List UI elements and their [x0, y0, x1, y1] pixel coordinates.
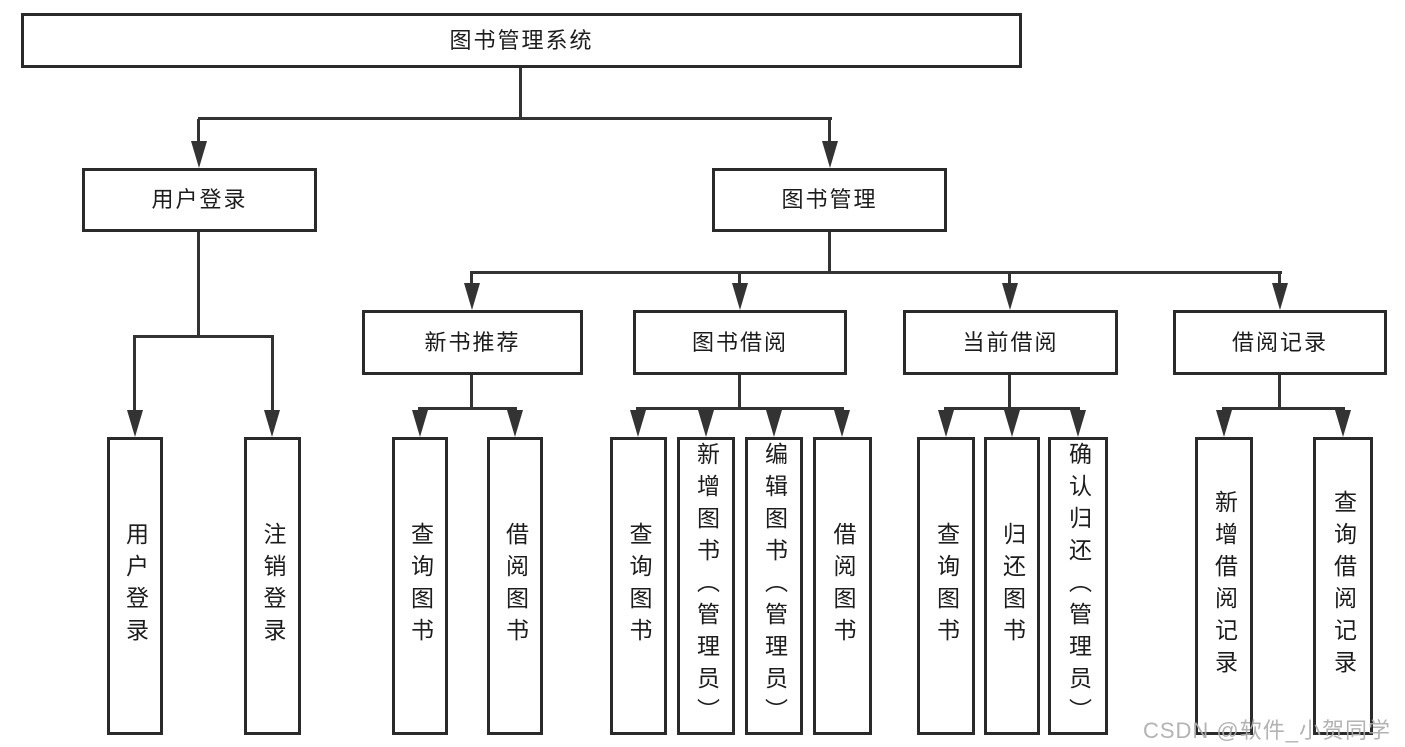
node-label: 注销登录	[260, 522, 286, 650]
arrow-down-icon	[766, 410, 782, 437]
leaf-borrow-books-borrowing: 借阅图书	[813, 437, 872, 735]
arrow-down-icon	[464, 283, 480, 310]
node-user-login-group: 用户登录	[82, 168, 317, 232]
arrow-down-icon	[1070, 410, 1086, 437]
connector-level3-stem	[1008, 273, 1011, 285]
connector-borrowing-down	[738, 375, 741, 410]
leaf-user-login: 用户登录	[107, 437, 163, 735]
arrow-down-icon	[1002, 283, 1018, 310]
node-label: 借阅图书	[502, 522, 529, 650]
arrow-down-icon	[1272, 283, 1288, 310]
node-root-library-system: 图书管理系统	[21, 13, 1022, 68]
node-label: 查询图书	[407, 522, 434, 650]
node-label: 新书推荐	[424, 329, 521, 355]
leaf-query-books-recommend: 查询图书	[392, 437, 448, 735]
node-label: 图书管理	[781, 187, 878, 212]
node-label: 查询图书	[626, 522, 652, 650]
leaf-add-book-admin: 新增图书（管理员）	[677, 437, 735, 735]
node-label: 查询借阅记录	[1330, 490, 1357, 682]
node-label: 图书借阅	[691, 329, 788, 355]
leaf-edit-book-admin: 编辑图书（管理员）	[745, 437, 803, 735]
arrow-down-icon	[822, 141, 838, 168]
connector-leaf-stem	[271, 337, 274, 411]
arrow-down-icon	[127, 410, 143, 437]
leaf-query-books-current: 查询图书	[917, 437, 975, 735]
arrow-down-icon	[191, 141, 207, 168]
node-book-borrowing: 图书借阅	[633, 310, 847, 375]
connector-userlogin-split	[133, 335, 274, 338]
node-label: 确认归还（管理员）	[1065, 442, 1092, 730]
arrow-down-icon	[1335, 410, 1351, 437]
node-label: 查询图书	[933, 522, 960, 650]
arrow-down-icon	[1004, 410, 1020, 437]
arrow-down-icon	[264, 410, 280, 437]
connector-root-stem	[519, 68, 522, 120]
connector-bookmgmt-down	[828, 232, 831, 274]
connector-current-down	[1008, 375, 1011, 410]
arrow-down-icon	[1216, 410, 1232, 437]
connector-bookmgmt-split	[470, 271, 1282, 274]
connector-level3-stem	[1278, 273, 1281, 285]
connector-borrowing-split	[636, 407, 844, 410]
node-label: 当前借阅	[962, 329, 1059, 355]
node-label: 借阅图书	[830, 522, 856, 650]
connector-records-down	[1278, 375, 1281, 410]
node-label: 用户登录	[122, 522, 149, 650]
arrow-down-icon	[630, 410, 646, 437]
leaf-query-books-borrowing: 查询图书	[610, 437, 667, 735]
arrow-down-icon	[698, 410, 714, 437]
connector-root-split	[198, 117, 832, 120]
arrow-down-icon	[732, 283, 748, 310]
arrow-down-icon	[834, 410, 850, 437]
connector-userlogin-down	[197, 232, 200, 338]
connector-records-split	[1222, 407, 1345, 410]
connector-newbook-down	[470, 375, 473, 410]
connector-userlogin-stem	[197, 119, 200, 144]
arrow-down-icon	[938, 410, 954, 437]
arrow-down-icon	[507, 410, 523, 437]
node-label: 用户登录	[151, 187, 248, 212]
node-label: 新增图书（管理员）	[693, 442, 720, 730]
node-borrowing-records: 借阅记录	[1173, 310, 1387, 375]
csdn-watermark: CSDN @软件_小贺同学	[1142, 718, 1391, 743]
arrow-down-icon	[412, 410, 428, 437]
connector-leaf-stem	[133, 337, 136, 411]
leaf-confirm-return-admin: 确认归还（管理员）	[1048, 437, 1108, 735]
node-book-management: 图书管理	[712, 168, 947, 232]
node-label: 新增借阅记录	[1211, 490, 1238, 682]
node-new-book-recommend: 新书推荐	[362, 310, 583, 375]
leaf-return-book: 归还图书	[984, 437, 1040, 735]
node-label: 编辑图书（管理员）	[761, 442, 788, 730]
leaf-borrow-books-recommend: 借阅图书	[487, 437, 543, 735]
leaf-query-borrow-record: 查询借阅记录	[1313, 437, 1373, 735]
node-label: 图书管理系统	[449, 27, 594, 53]
connector-bookmgmt-stem	[828, 119, 831, 144]
node-label: 归还图书	[999, 522, 1026, 650]
leaf-add-borrow-record: 新增借阅记录	[1195, 437, 1253, 735]
connector-level3-stem	[470, 273, 473, 285]
connector-level3-stem	[738, 273, 741, 285]
leaf-logout: 注销登录	[244, 437, 301, 735]
node-current-borrowing: 当前借阅	[903, 310, 1118, 375]
node-label: 借阅记录	[1231, 329, 1328, 355]
connector-current-split	[944, 407, 1080, 410]
connector-newbook-split	[418, 407, 517, 410]
